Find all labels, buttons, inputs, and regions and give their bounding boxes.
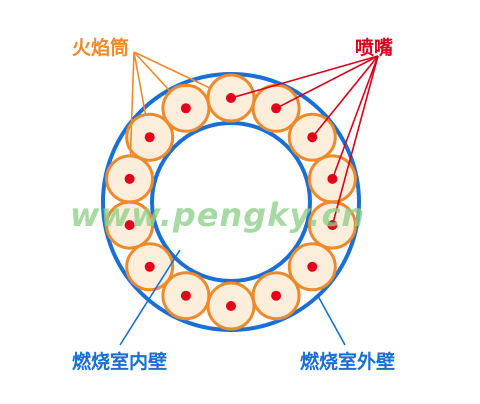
inner-wall-ring — [150, 121, 312, 283]
inner-wall-leader — [119, 249, 181, 346]
nozzle-dot — [180, 103, 191, 114]
nozzle-leader — [331, 55, 379, 226]
nozzle-dot — [180, 290, 191, 301]
flame-tube-leader — [129, 51, 135, 156]
outer-wall-leader — [317, 295, 346, 346]
nozzle-dot — [271, 290, 282, 301]
nozzle-dot — [144, 261, 155, 272]
nozzle-leader — [331, 55, 379, 180]
nozzle-leader — [230, 55, 379, 99]
leader-line-group — [119, 51, 379, 346]
nozzle-dot — [124, 173, 135, 184]
flame-tube-leader — [133, 51, 171, 92]
outer-wall-label: 燃烧室外壁 — [300, 351, 396, 373]
nozzle-dot — [144, 132, 155, 143]
flame-tube-leader — [133, 51, 211, 89]
flame-tube-group — [105, 73, 357, 331]
nozzle-dot — [226, 301, 236, 311]
inner-wall-label: 燃烧室内壁 — [72, 351, 168, 373]
nozzle-dot — [124, 220, 135, 231]
nozzle-dot — [307, 261, 318, 272]
nozzle-leader — [275, 55, 379, 110]
watermark-text: www.pengky.cn — [70, 196, 366, 234]
nozzle-label: 喷嘴 — [355, 37, 394, 59]
flame-tube-leader — [133, 51, 147, 115]
nozzle-leader — [311, 55, 379, 138]
flame-tube-label: 火焰筒 — [72, 37, 130, 59]
